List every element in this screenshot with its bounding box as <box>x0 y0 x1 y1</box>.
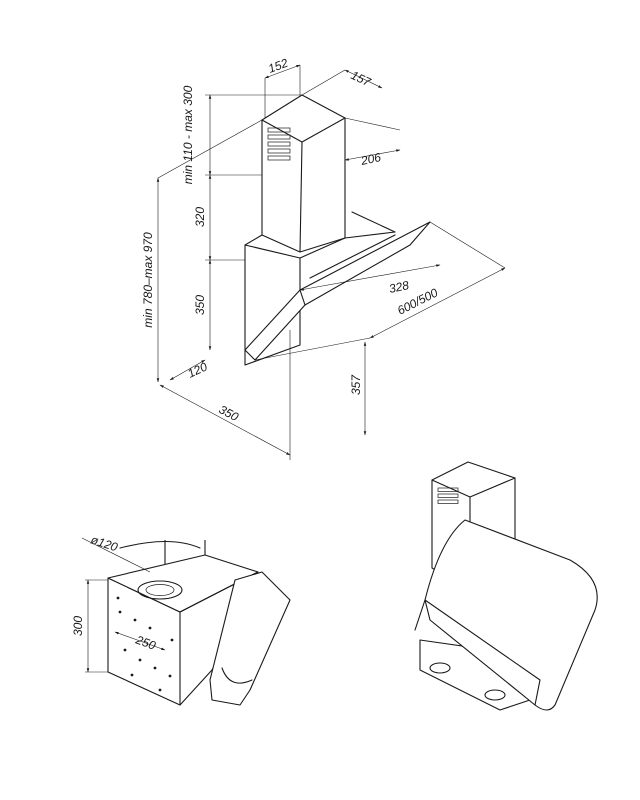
dim-label-120: 120 <box>185 359 209 380</box>
right-vent-slots <box>437 487 459 504</box>
dim-label-telescopic: min 110 - max 300 <box>181 85 195 184</box>
vent-slots <box>267 127 291 161</box>
dimension-lines <box>156 64 506 460</box>
dim-label-152: 152 <box>266 56 290 76</box>
main-dimension-view: 152 157 206 min 110 - max 300 320 min 78… <box>141 56 506 460</box>
dim-label-total-height: min 780–max 970 <box>141 232 155 328</box>
dim-label-320: 320 <box>193 207 207 227</box>
dim-label-duct-diameter: ø120 <box>89 533 120 555</box>
dim-label-328: 328 <box>388 278 411 296</box>
hood-isometric-view <box>414 461 598 711</box>
bracket-view: ø120 300 250 <box>71 533 291 706</box>
dim-label-157: 157 <box>349 68 374 90</box>
dim-label-350-lower: 350 <box>193 295 207 315</box>
dim-label-300: 300 <box>71 616 85 636</box>
dim-label-357: 357 <box>349 374 363 395</box>
upper-chimney <box>261 94 346 253</box>
dim-label-250: 250 <box>133 632 158 652</box>
dim-label-206: 206 <box>359 150 383 168</box>
dim-label-350-bottom: 350 <box>217 402 242 424</box>
mounting-holes <box>116 596 174 692</box>
